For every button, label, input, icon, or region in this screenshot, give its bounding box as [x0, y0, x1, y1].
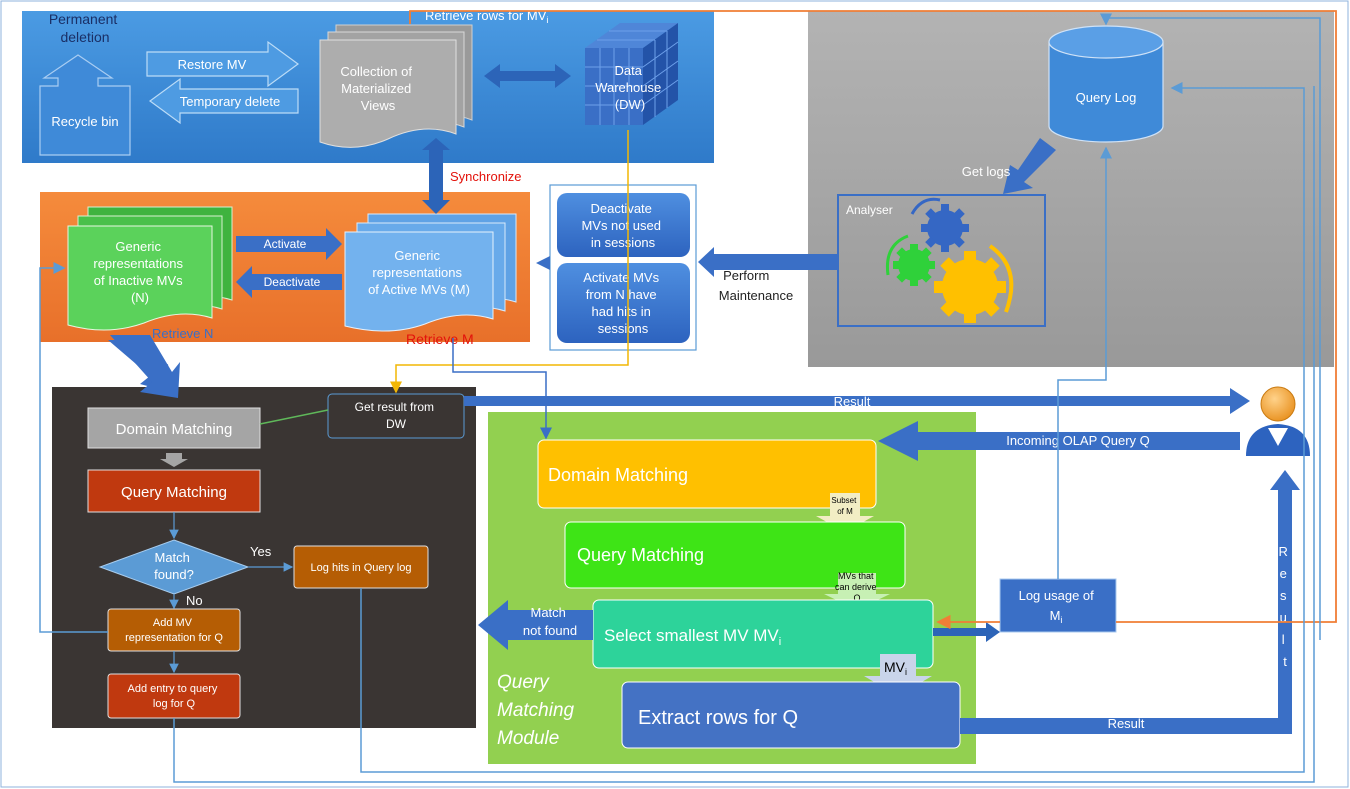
- extract-rows-box: [621, 681, 961, 749]
- activate-arrow: [236, 228, 342, 260]
- yes-label: Yes: [250, 544, 272, 559]
- dw-result-connector: [390, 130, 629, 394]
- svg-text:Query Matching: Query Matching: [577, 545, 704, 565]
- collection-dw-double-arrow: [484, 64, 571, 88]
- log-hits-connector: [360, 82, 1305, 773]
- svg-text:Subset of M: Subset of M: [831, 496, 858, 516]
- svg-text:Match not found: Match not found: [523, 605, 577, 638]
- perform-maintenance-arrow: [698, 247, 838, 277]
- get-logs-arrow: [1003, 138, 1056, 194]
- retrieve-rows-connector: [409, 10, 1337, 623]
- result-vertical-label: R e s u l t: [1278, 544, 1291, 669]
- temporary-delete-label: Temporary delete: [180, 94, 280, 109]
- svg-text:Get result from DW: Get result from DW: [355, 400, 438, 431]
- svg-text:Activate MVs from N have: Activate MVs from N have had hits in ses…: [583, 270, 662, 336]
- domain-matching-box: [537, 439, 877, 509]
- recycle-bin-shape: [39, 54, 131, 156]
- add-entry-connector: [173, 86, 1315, 783]
- module-title: Query Matching Module: [497, 672, 579, 749]
- query-processing-region: Domain Matching Get result from DW Query…: [52, 335, 476, 728]
- svg-text:Domain Matching: Domain Matching: [548, 465, 688, 485]
- materialized-views-collection: Collection of Materialized Views: [319, 24, 473, 148]
- temporary-delete-arrow: [148, 77, 299, 125]
- recycle-bin-label: Recycle bin: [51, 114, 118, 129]
- synchronize-label: Synchronize: [450, 169, 522, 184]
- svg-text:MVi: MVi: [884, 659, 907, 677]
- deactivate-arrow: [236, 266, 342, 298]
- result-vertical-arrow: [1270, 470, 1300, 734]
- svg-text:Data Warehouse: Data Warehouse (DW): [595, 63, 665, 112]
- retrieve-m-connector: [452, 338, 552, 440]
- analyser-label: Analyser: [846, 203, 893, 217]
- deactivate-label: Deactivate: [264, 275, 321, 289]
- svg-text:Query Log: Query Log: [1076, 90, 1137, 105]
- gears-icon: [885, 197, 1014, 323]
- result-top-label: Result: [834, 394, 871, 409]
- log-usage-connector: [1057, 146, 1112, 579]
- permanent-deletion-label: Permanent deletion: [49, 11, 121, 45]
- svg-text:Generic representation: Generic representations of Active MVs (M…: [368, 248, 470, 297]
- log-usage-box: [999, 578, 1117, 633]
- add-mv-connector: [39, 262, 108, 633]
- log-region: Query Log Get logs Analyser: [808, 11, 1334, 367]
- svg-text:Generic representation: Generic representations of Inactive MVs …: [93, 239, 186, 305]
- get-result-box: [327, 393, 465, 439]
- retrieve-m-label: Retrieve M: [406, 331, 474, 347]
- no-label: No: [186, 593, 203, 608]
- result-top-arrow: [464, 388, 1250, 414]
- svg-text:Log hits in Query log: Log hits in Query log: [311, 562, 412, 574]
- active-mvs-docs: Generic representations of Active MVs (M…: [344, 213, 517, 332]
- restore-mv-label: Restore MV: [178, 57, 247, 72]
- activate-mvs-box: [557, 263, 690, 343]
- representation-region: Generic representations of Inactive MVs …: [40, 192, 530, 342]
- result-bottom-label: Result: [1108, 716, 1145, 731]
- restore-mv-arrow: [146, 40, 300, 88]
- storage-region: Permanent deletion Recycle bin Restore M…: [22, 11, 714, 163]
- down-arrow-1: [160, 453, 188, 467]
- add-mv-representation-box: [107, 608, 241, 652]
- domain-matching-box-left: [87, 407, 261, 449]
- perform-maintenance-label: Perform Maintenance: [719, 268, 793, 303]
- deactivate-mvs-box: [557, 193, 690, 257]
- svg-text:Query Matching: Query Matching: [121, 484, 227, 501]
- add-log-entry-box: [107, 673, 241, 719]
- result-bottom-arrow: [960, 718, 1292, 734]
- user-avatar: [1246, 386, 1310, 456]
- retrieve-n-label: Retrieve N: [152, 326, 213, 341]
- maintenance-to-representation-arrow: [536, 256, 550, 270]
- match-not-found-arrow: [478, 600, 593, 650]
- svg-text:Select smallest MV MVi: Select smallest MV MVi: [604, 626, 781, 648]
- data-warehouse-cube: Data Warehouse (DW): [585, 23, 679, 125]
- synchronize-arrow: [422, 138, 450, 214]
- incoming-query-arrow: [878, 421, 1240, 461]
- svg-text:Collection of Material: Collection of Materialized Views: [340, 64, 415, 113]
- activate-label: Activate: [264, 237, 307, 251]
- svg-text:Domain Matching: Domain Matching: [116, 421, 233, 438]
- svg-text:MVs that can derive: MVs that can derive Q: [835, 571, 879, 603]
- query-matching-box: [564, 521, 906, 589]
- get-logs-label: Get logs: [962, 164, 1011, 179]
- query-log-cylinder: Query Log: [1048, 25, 1164, 143]
- inactive-mvs-docs: Generic representations of Inactive MVs …: [67, 206, 233, 331]
- svg-text:Add entry to query log f: Add entry to query log for Q: [128, 683, 221, 710]
- log-usage-arrow: [933, 622, 1000, 642]
- query-matching-module: Domain Matching Subset of M Query Matchi…: [478, 412, 976, 764]
- svg-text:Log usage of Mi: Log usage of Mi: [1019, 588, 1098, 625]
- incoming-query-label: Incoming OLAP Query Q: [1006, 433, 1150, 448]
- svg-text:Deactivate MVs not used: Deactivate MVs not used in sessions: [581, 201, 664, 250]
- svg-text:Extract rows for Q: Extract rows for Q: [638, 707, 798, 729]
- svg-text:Match found?: Match found?: [154, 550, 194, 582]
- log-feedback-connector: [1100, 13, 1321, 640]
- svg-text:Add MV representation fo: Add MV representation for Q: [125, 617, 223, 644]
- query-matching-box-left: [87, 469, 261, 513]
